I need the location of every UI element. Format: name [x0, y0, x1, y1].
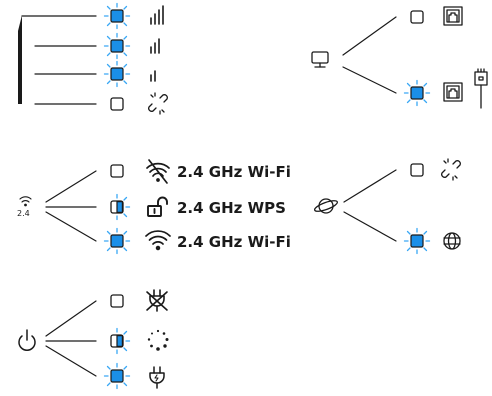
network-globe-icon: [314, 198, 338, 214]
wifi-label-1: 2.4 GHz Wi-Fi: [177, 163, 291, 181]
lan-led-2: [403, 79, 431, 107]
signal-strong-icon: [150, 5, 164, 25]
ethernet-port-icon: [443, 6, 463, 26]
internet-led-2: [403, 227, 431, 255]
power-icon: [18, 329, 36, 351]
power-group: [18, 289, 169, 390]
wifi-band-icon: [19, 196, 32, 207]
lan-group: [311, 6, 488, 109]
wifi-label-2: 2.4 GHz WPS: [177, 199, 286, 217]
loading-spinner-icon: [147, 329, 169, 351]
signal-led-4: [110, 97, 124, 111]
signal-strength-wedge: [18, 15, 22, 104]
wifi-line-1: [45, 170, 97, 203]
wifi-led-2: [110, 193, 131, 221]
wifi-band-label: 2.4: [17, 209, 30, 218]
power-led-2: [110, 327, 131, 355]
wifi-led-3: [103, 227, 131, 255]
wifi-icon: [145, 230, 171, 251]
power-plug-off-icon: [146, 289, 168, 312]
internet-line-1: [343, 169, 397, 203]
signal-led-3: [103, 60, 131, 88]
signal-group: [18, 2, 168, 115]
signal-led-2: [103, 32, 131, 60]
lan-line-2: [342, 66, 397, 94]
broken-link-icon: [441, 158, 461, 181]
power-plug-icon: [149, 366, 165, 389]
unlocked-icon: [147, 196, 168, 217]
internet-group: [314, 158, 461, 255]
power-led-3: [103, 362, 131, 390]
wifi-line-3: [45, 211, 97, 242]
wifi-off-icon: [146, 159, 170, 184]
computer-icon: [311, 51, 329, 68]
globe-icon: [443, 232, 461, 250]
internet-led-1: [410, 163, 424, 177]
lan-led-1: [410, 10, 424, 24]
wifi-label-3: 2.4 GHz Wi-Fi: [177, 233, 291, 251]
signal-led-1: [103, 2, 131, 30]
signal-weak-icon: [150, 70, 156, 82]
power-line-1: [45, 300, 97, 337]
power-led-1: [110, 294, 124, 308]
wifi-group: [19, 159, 171, 255]
lan-line-1: [342, 16, 397, 56]
signal-medium-icon: [150, 38, 160, 54]
power-line-3: [45, 345, 97, 377]
wifi-led-1: [110, 164, 124, 178]
broken-link-icon: [148, 92, 168, 115]
ethernet-port-connected-icon: [443, 68, 488, 109]
internet-line-2: [343, 211, 397, 242]
